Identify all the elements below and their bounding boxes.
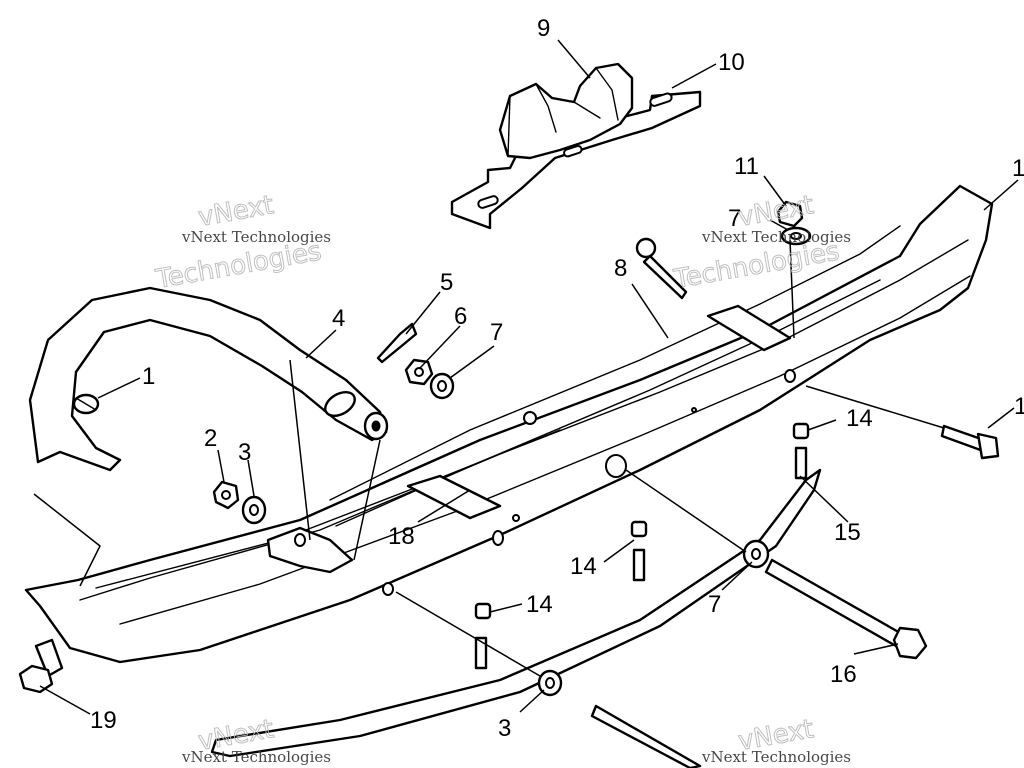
callout-15: 15	[834, 519, 861, 546]
callout-9: 9	[537, 15, 550, 42]
hardware	[18, 200, 1000, 768]
watermark-company-1: vNext Technologies	[181, 228, 331, 246]
callout-14-mid: 14	[570, 553, 597, 580]
callout-8: 8	[614, 255, 627, 282]
watermark-company-2: vNext Technologies	[701, 228, 851, 246]
callout-5: 5	[440, 269, 453, 296]
callout-14-lower: 14	[526, 591, 553, 618]
callout-18: 18	[388, 523, 415, 550]
ski-loop	[28, 286, 389, 472]
watermark-company-3: vNext Technologies	[181, 748, 331, 766]
callout-7-top: 7	[728, 205, 741, 232]
ski-saddle	[450, 62, 702, 230]
leader-lines	[33, 39, 1019, 715]
callout-10: 10	[718, 49, 745, 76]
callout-14-right: 14	[846, 405, 873, 432]
callout-1-right: 1	[1014, 393, 1024, 420]
callout-16: 16	[830, 661, 857, 688]
callout-1-left: 1	[142, 363, 155, 390]
callout-labels: 9 10 11 1 7 8 5 4 6 7 1 14 1 2 3 18 15 1…	[90, 15, 1024, 742]
callout-3-lower: 3	[498, 715, 511, 742]
callout-4: 4	[332, 305, 345, 332]
callout-1-top: 1	[1012, 155, 1024, 182]
callout-11: 11	[734, 153, 759, 180]
watermark-company-4: vNext Technologies	[701, 748, 851, 766]
watermark-brand-1: vNext	[196, 190, 276, 233]
callout-6: 6	[454, 303, 467, 330]
watermark-brand-2: vNext	[736, 190, 816, 233]
callout-3-upper: 3	[238, 439, 251, 466]
ski-body	[24, 184, 994, 664]
callout-19: 19	[90, 707, 117, 734]
callout-7-lower: 7	[708, 591, 721, 618]
callout-2: 2	[204, 425, 217, 452]
callout-7-mid: 7	[490, 319, 503, 346]
